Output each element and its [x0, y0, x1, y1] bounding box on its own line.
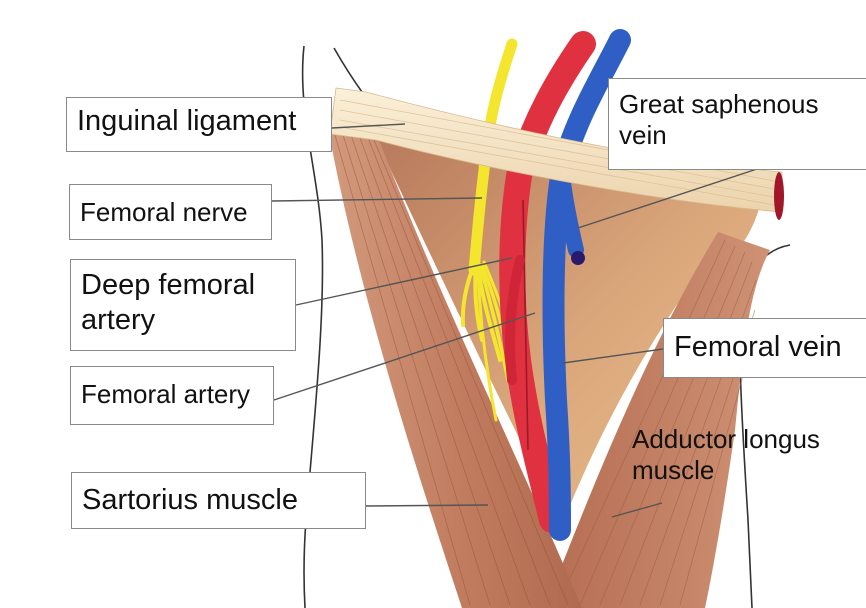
label-great-saphenous-vein-line2: vein [619, 120, 667, 151]
label-inguinal-ligament-text: Inguinal ligament [77, 105, 297, 137]
label-inguinal-ligament: Inguinal ligament [66, 97, 332, 152]
femoral-vein [542, 29, 631, 541]
leader-femoral-nerve [271, 197, 483, 202]
leader-adductor-longus [611, 502, 663, 518]
label-sartorius-muscle: Sartorius muscle [71, 472, 366, 529]
label-deep-femoral-artery-line2: artery [81, 303, 156, 336]
leader-great-saphenous-vein [577, 167, 761, 229]
leader-femoral-artery [273, 312, 536, 401]
leader-sartorius-muscle [365, 504, 489, 507]
femoral-artery [499, 31, 596, 533]
deep-femoral-artery [505, 255, 525, 385]
label-femoral-artery: Femoral artery [70, 366, 274, 425]
leader-femoral-vein [562, 348, 664, 364]
pubic-tubercle [774, 172, 784, 220]
label-femoral-artery-text: Femoral artery [81, 379, 251, 409]
leader-lines [271, 123, 761, 518]
label-deep-femoral-artery-line1: Deep femoral [81, 269, 256, 301]
sartorius-muscle [328, 128, 582, 608]
label-deep-femoral-artery: Deep femoral artery [70, 259, 296, 351]
label-femoral-nerve-text: Femoral nerve [80, 197, 248, 227]
label-great-saphenous-vein: Great saphenous vein [608, 78, 866, 170]
label-adductor-longus-muscle: Adductor longus muscle [622, 414, 866, 508]
leader-deep-femoral-artery [295, 257, 513, 306]
label-femoral-vein: Femoral vein [663, 318, 866, 378]
label-femoral-vein-text: Femoral vein [674, 331, 842, 363]
label-adductor-longus-line1: Adductor longus [632, 424, 820, 454]
thigh-outline-left-top [333, 47, 363, 93]
label-adductor-longus-line2: muscle [632, 455, 715, 486]
label-femoral-nerve: Femoral nerve [69, 184, 272, 240]
great-saphenous-vein [554, 167, 584, 258]
label-great-saphenous-vein-line1: Great saphenous [619, 89, 819, 119]
leader-inguinal-ligament [331, 123, 406, 129]
label-sartorius-muscle-text: Sartorius muscle [82, 484, 298, 516]
